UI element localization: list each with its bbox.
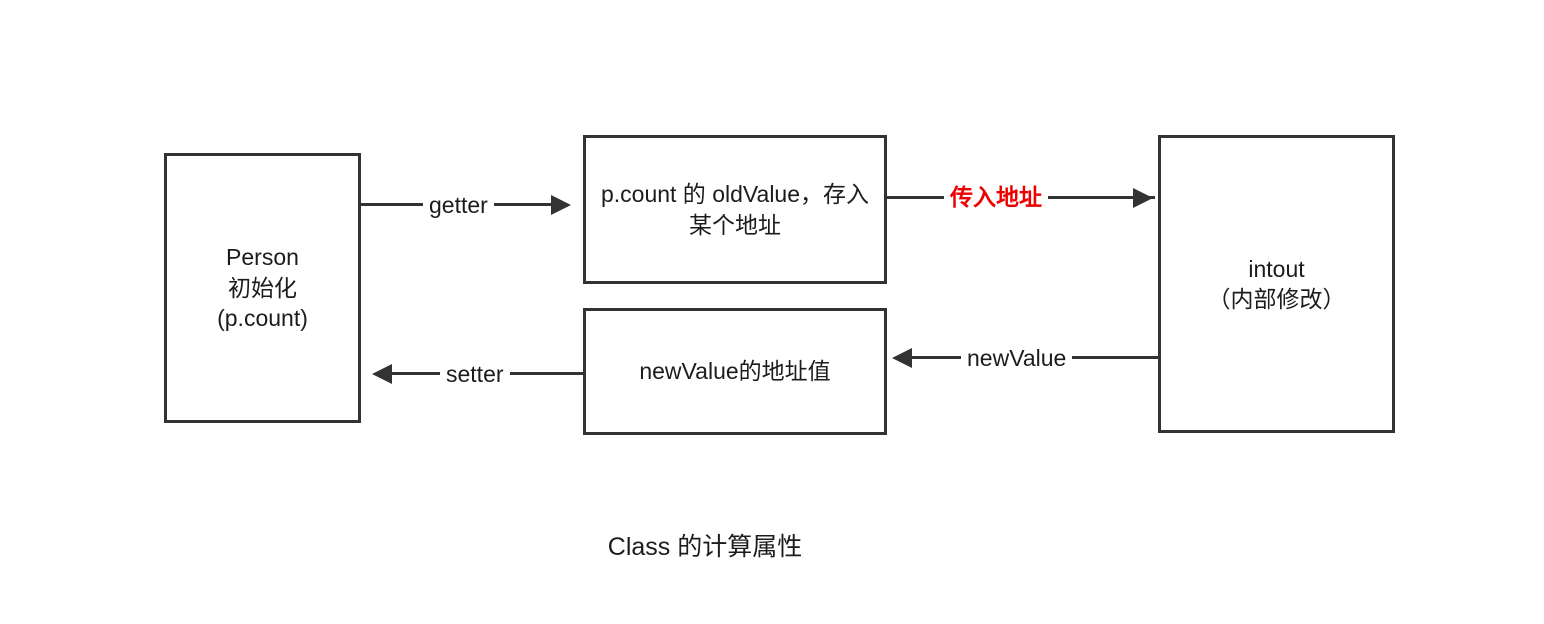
node-oldvalue-label: p.count 的 oldValue，存入某个地址 xyxy=(600,181,870,238)
arrow-left-icon-setter xyxy=(372,364,392,384)
node-newvalue: newValue的地址值 xyxy=(583,308,887,435)
edge-label-pass-address: 传入地址 xyxy=(944,184,1048,211)
edge-label-newvalue: newValue xyxy=(961,345,1073,372)
arrow-right-icon-getter xyxy=(551,195,571,215)
edge-label-setter: setter xyxy=(440,361,510,388)
node-intout: intout （内部修改） xyxy=(1158,135,1395,433)
node-oldvalue: p.count 的 oldValue，存入某个地址 xyxy=(583,135,887,284)
node-intout-label: intout （内部修改） xyxy=(1207,255,1346,312)
diagram-caption: Class 的计算属性 xyxy=(607,533,803,561)
edge-label-getter: getter xyxy=(423,192,494,219)
arrow-left-icon-newvalue xyxy=(892,348,912,368)
arrow-right-icon-pass-address xyxy=(1133,188,1153,208)
node-person-label: Person 初始化 (p.count) xyxy=(217,244,308,332)
node-newvalue-label: newValue的地址值 xyxy=(639,358,831,385)
node-person: Person 初始化 (p.count) xyxy=(164,153,361,423)
